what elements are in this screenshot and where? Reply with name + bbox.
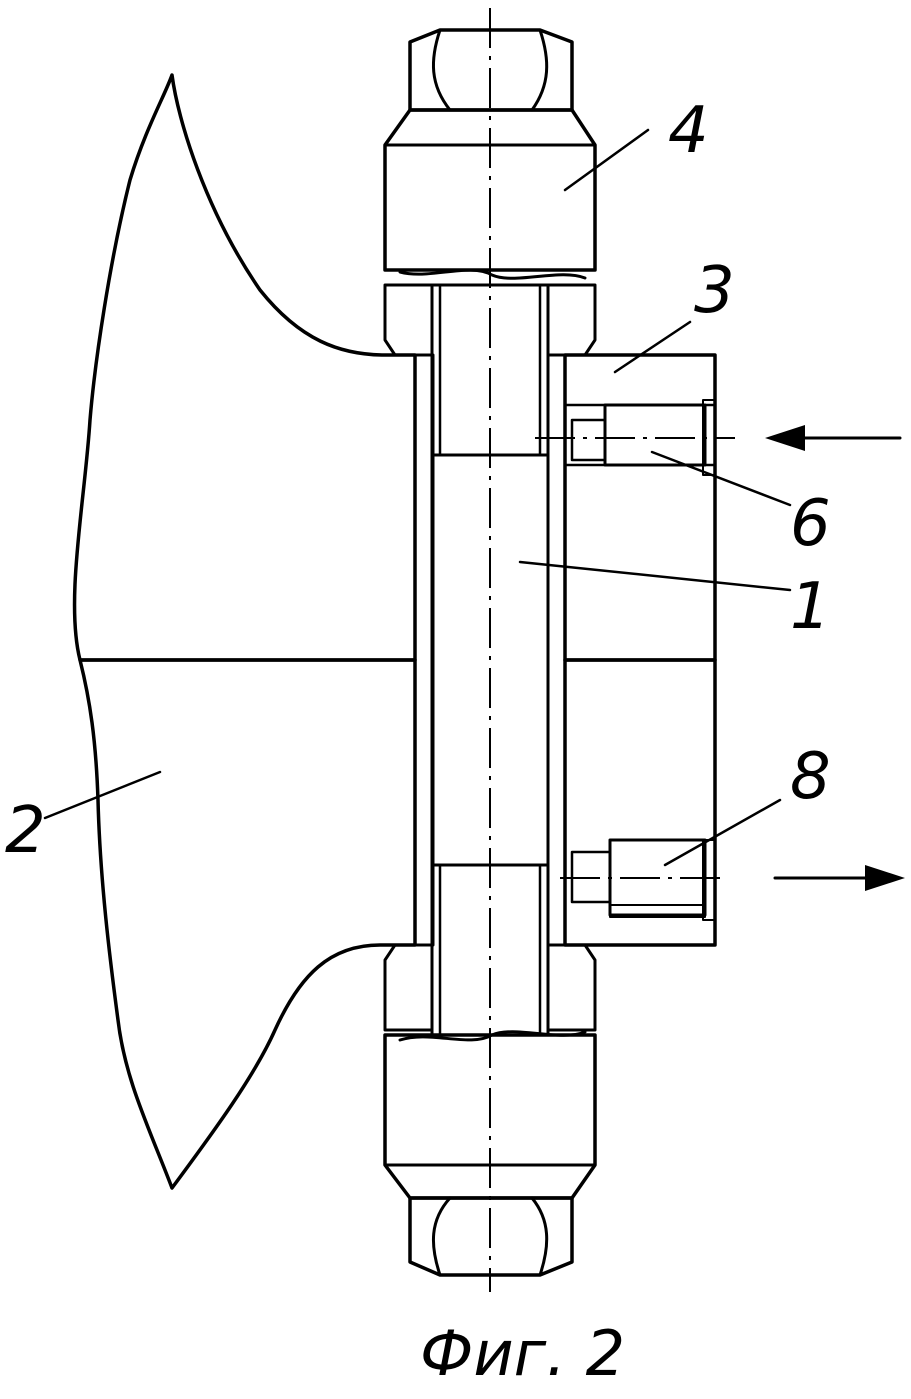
sleeve-left-wall	[413, 353, 435, 947]
label-2: 2	[5, 794, 46, 868]
leader-line-8	[663, 798, 782, 867]
inlet-arrow-icon	[765, 425, 902, 451]
body-upper-section	[72, 73, 417, 662]
label-3: 3	[694, 254, 735, 328]
leader-line-2	[43, 770, 162, 820]
figure-caption: Фиг. 2	[420, 1317, 625, 1390]
leader-line-6	[650, 450, 792, 507]
outlet-arrow-icon	[773, 865, 905, 891]
label-8: 8	[790, 740, 831, 814]
upper-bushing	[383, 283, 434, 357]
leader-line-4	[563, 128, 650, 192]
flange-upper-section	[563, 353, 717, 662]
label-6: 6	[790, 487, 831, 561]
label-4: 4	[668, 94, 709, 168]
label-1: 1	[790, 570, 831, 644]
leader-line-3	[613, 320, 692, 374]
lower-bushing	[383, 943, 434, 1032]
sleeve-right-wall	[546, 353, 567, 947]
port-6-bore	[603, 403, 707, 467]
body-lower-section	[78, 658, 417, 1190]
leader-line-1	[518, 560, 792, 592]
upper-bolt-head	[383, 28, 597, 280]
